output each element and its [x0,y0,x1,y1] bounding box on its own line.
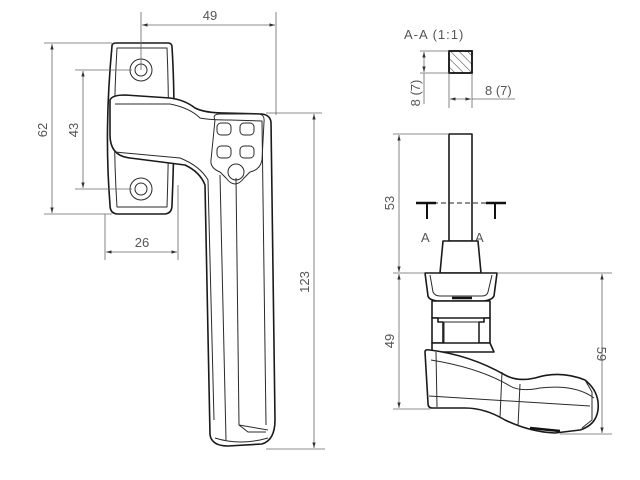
dimension-label: 8 (7) [485,83,512,98]
dimension-label: 43 [66,123,81,137]
section-title: A-A (1:1) [404,27,464,42]
lock-cylinder-icon [227,163,245,181]
dimension-label: 59 [594,347,609,361]
dimension-base-height: 62 [35,42,112,215]
dimension-label: 49 [203,8,217,23]
section-marker-label: A [421,230,430,245]
button-icon [239,145,255,159]
front-view: 49 62 43 26 123 [35,8,325,450]
dimension-label: 49 [382,334,397,348]
dimension-spindle-length: 53 [382,133,449,274]
dimension-label: 123 [297,271,312,293]
dimension-label: 8 (7) [408,80,423,107]
spindle [448,133,473,242]
dimension-body-height: 49 [382,272,612,410]
section-view-a-a: A-A (1:1) 8 (7) 8 (7) [404,27,515,108]
button-icon [239,122,255,136]
button-icon [216,145,232,159]
dimension-label: 62 [35,123,50,137]
dimension-label: 26 [135,235,149,250]
spindle-cross-section [448,50,473,74]
button-icon [216,122,232,136]
dimension-hole-spacing: 43 [66,69,132,190]
dimension-overall-width: 49 [140,8,277,115]
handle-lever-side [424,348,600,434]
dimension-handle-length: 123 [266,112,325,450]
side-view: A A 53 49 [382,133,612,435]
dimension-base-width: 26 [104,185,179,260]
dimension-overall-height: 59 [560,274,612,435]
dimension-label: 53 [382,196,397,210]
section-marker-label: A [475,230,484,245]
handle-lever [109,94,276,447]
